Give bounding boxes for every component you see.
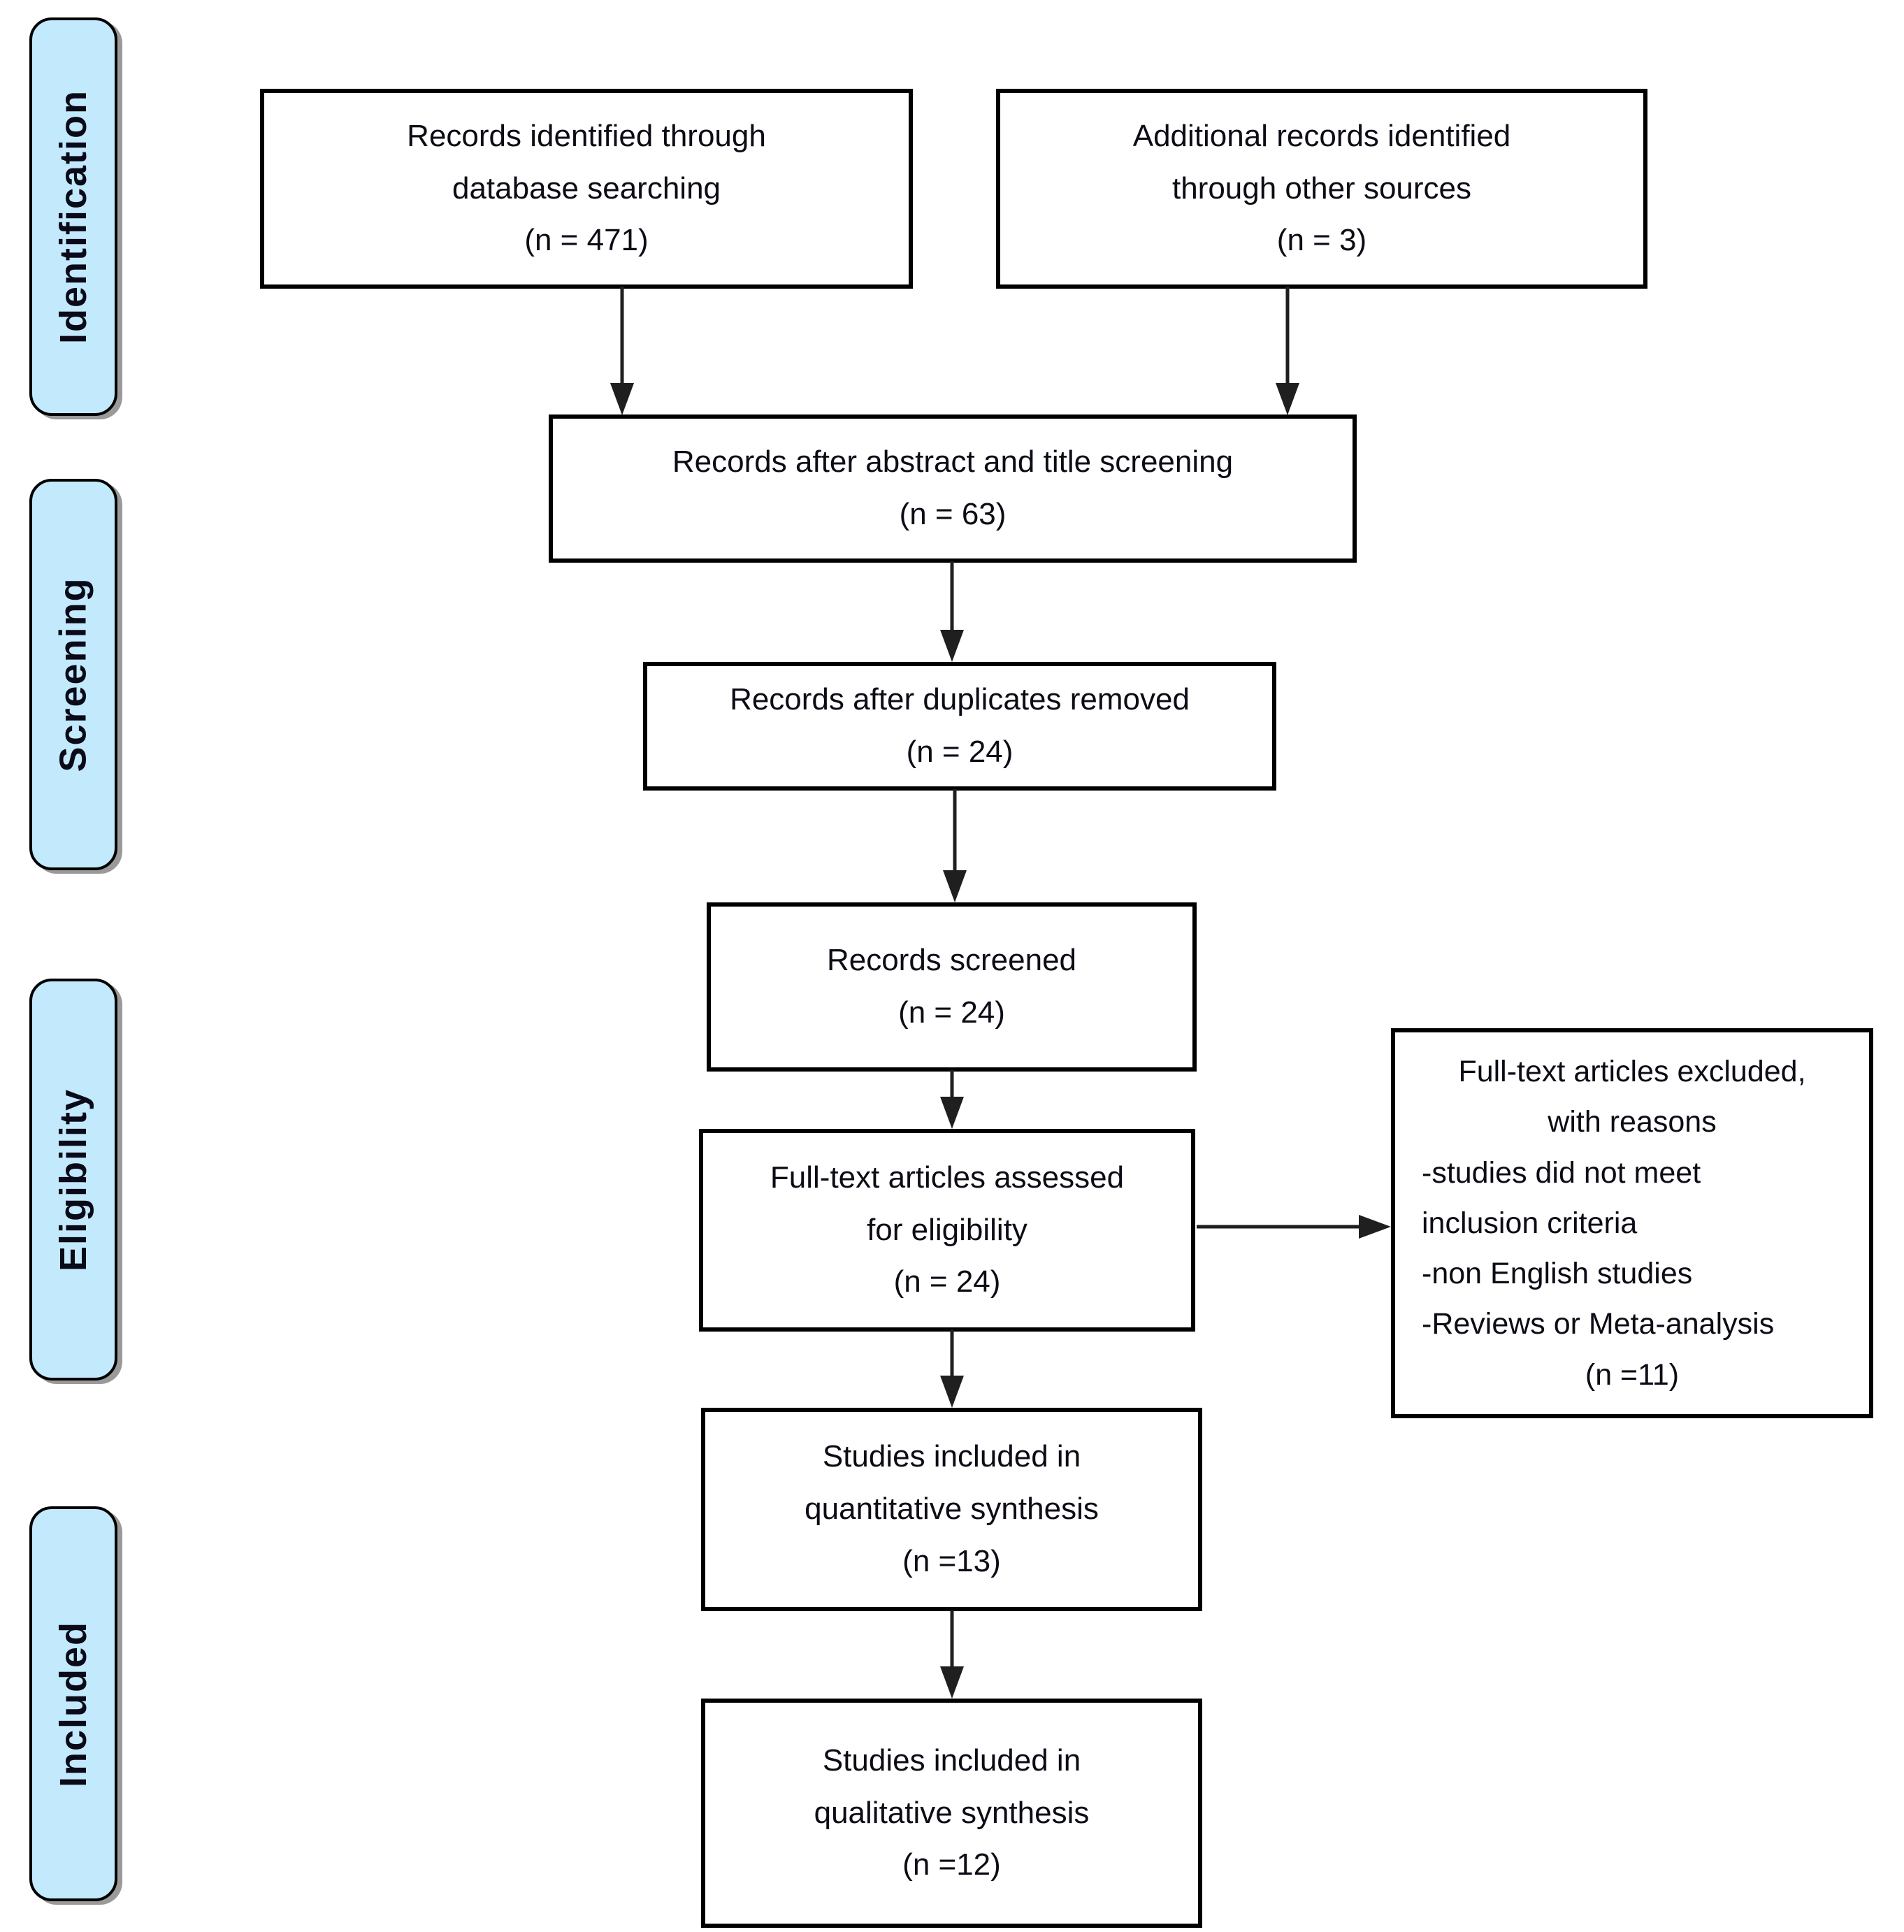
arrow-right-icon — [1359, 1215, 1391, 1239]
box-count-line: (n = 63) — [899, 497, 1007, 531]
box-text-line: Records screened — [826, 943, 1077, 978]
arrow-shaft — [950, 561, 954, 634]
box-text-line: Studies included in — [822, 1743, 1081, 1778]
box-text-line: with reasons — [1548, 1105, 1717, 1139]
box-count-line: (n =12) — [902, 1847, 1001, 1882]
arrow-down-icon — [940, 1666, 964, 1699]
box-records-screened: Records screened (n = 24) — [707, 902, 1197, 1072]
arrow-down-icon — [940, 630, 964, 662]
box-reason-line: -non English studies — [1422, 1257, 1693, 1291]
box-text-line: Records after abstract and title screeni… — [672, 445, 1234, 480]
arrow-shaft — [620, 287, 624, 387]
box-fulltext-assessed: Full-text articles assessed for eligibil… — [699, 1129, 1195, 1332]
arrow-screening-to-duplicates — [937, 561, 967, 662]
arrow-fulltext-to-excluded — [1197, 1210, 1391, 1243]
arrow-down-icon — [610, 383, 634, 415]
box-fulltext-excluded: Full-text articles excluded, with reason… — [1391, 1028, 1873, 1418]
box-text-line: Additional records identified — [1132, 118, 1511, 153]
box-text-line: qualitative synthesis — [814, 1795, 1090, 1830]
arrow-duplicates-to-screened — [939, 789, 970, 902]
box-qualitative-synthesis: Studies included in qualitative synthesi… — [701, 1699, 1202, 1928]
box-abstract-title-screening: Records after abstract and title screeni… — [549, 414, 1357, 563]
stage-pill-eligibility: Eligibility — [29, 979, 117, 1380]
box-reason-line: inclusion criteria — [1422, 1206, 1638, 1240]
box-text-line: Studies included in — [822, 1439, 1081, 1474]
box-count-line: (n = 24) — [898, 995, 1005, 1030]
box-quantitative-synthesis: Studies included in quantitative synthes… — [701, 1408, 1202, 1611]
arrow-shaft — [950, 1070, 954, 1101]
stage-label-eligibility: Eligibility — [52, 1088, 94, 1271]
arrow-fulltext-to-quantitative — [937, 1329, 967, 1408]
box-text-line: database searching — [452, 171, 721, 206]
arrow-shaft — [1285, 287, 1290, 387]
arrow-shaft — [1197, 1225, 1363, 1229]
box-text-line: Full-text articles excluded, — [1458, 1055, 1806, 1089]
arrow-shaft — [953, 789, 957, 874]
box-records-identified: Records identified through database sear… — [260, 89, 913, 289]
box-text-line: Records identified through — [407, 118, 766, 153]
box-additional-records: Additional records identified through ot… — [996, 89, 1647, 289]
box-count-line: (n = 24) — [893, 1264, 1001, 1299]
box-count-line: (n =13) — [902, 1543, 1001, 1578]
arrow-shaft — [950, 1329, 954, 1380]
box-duplicates-removed: Records after duplicates removed (n = 24… — [643, 662, 1276, 791]
box-count-line: (n = 471) — [524, 223, 649, 258]
arrow-down-icon — [1276, 383, 1299, 415]
stage-pill-screening: Screening — [29, 479, 117, 870]
arrow-shaft — [950, 1610, 954, 1671]
box-reason-line: -studies did not meet — [1422, 1155, 1701, 1190]
stage-label-identification: Identification — [52, 89, 94, 344]
arrow-down-icon — [940, 1097, 964, 1129]
arrow-down-icon — [940, 1376, 964, 1408]
stage-pill-identification: Identification — [29, 17, 117, 416]
stage-label-screening: Screening — [52, 577, 94, 772]
box-text-line: Records after duplicates removed — [730, 682, 1190, 717]
box-count-line: (n =11) — [1585, 1357, 1680, 1392]
stage-label-included: Included — [52, 1620, 95, 1787]
stage-pill-included: Included — [29, 1506, 117, 1901]
box-count-line: (n = 24) — [906, 735, 1014, 769]
box-text-line: quantitative synthesis — [805, 1492, 1099, 1527]
box-count-line: (n = 3) — [1276, 223, 1367, 258]
arrow-identified-to-screening — [607, 287, 637, 415]
arrow-screened-to-fulltext — [937, 1070, 967, 1129]
box-text-line: Full-text articles assessed — [770, 1160, 1125, 1195]
arrow-quantitative-to-qualitative — [937, 1610, 967, 1699]
box-reason-line: -Reviews or Meta-analysis — [1422, 1307, 1775, 1341]
box-text-line: for eligibility — [867, 1212, 1027, 1247]
arrow-additional-to-screening — [1272, 287, 1303, 415]
arrow-down-icon — [943, 870, 967, 902]
box-text-line: through other sources — [1171, 171, 1472, 206]
